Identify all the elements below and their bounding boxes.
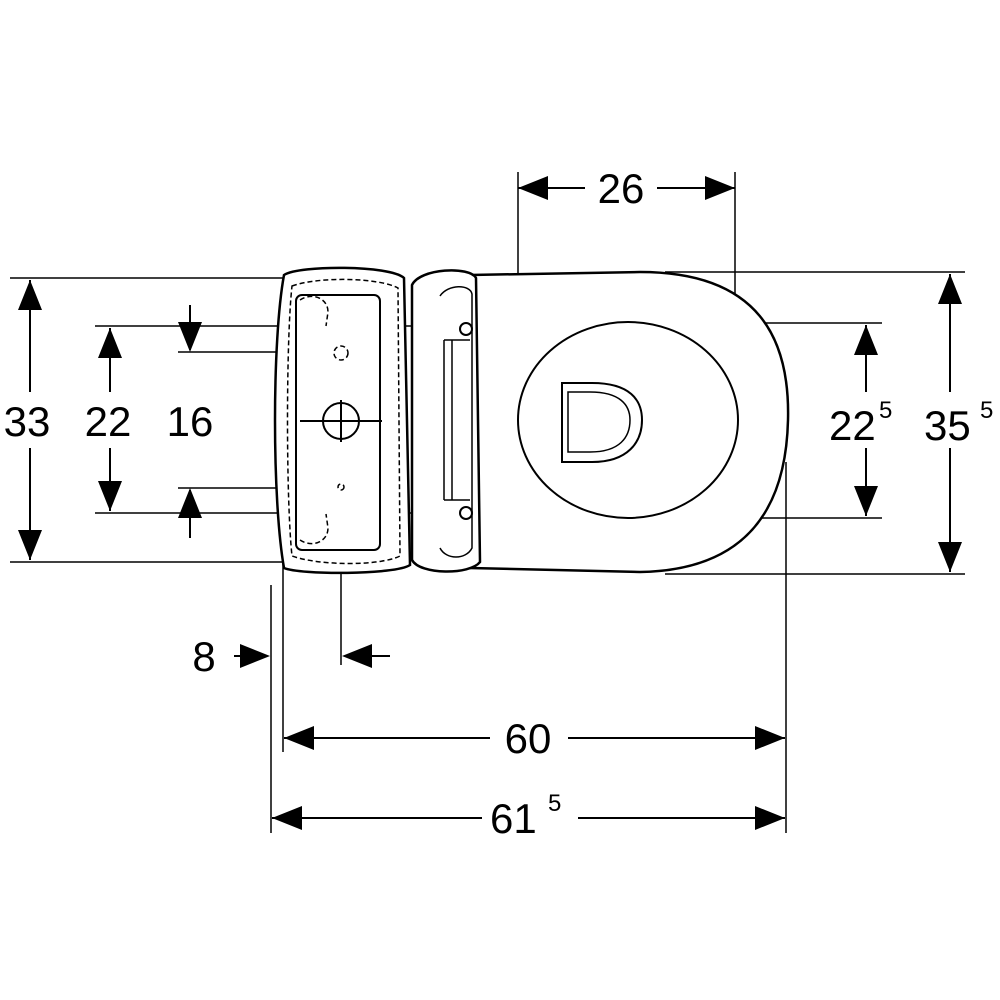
dim-22-5-sup: 5 (879, 397, 892, 424)
dim-8: 8 (192, 633, 390, 680)
dim-35-5-label: 35 (924, 402, 971, 449)
dim-33: 33 (4, 280, 51, 560)
dim-26: 26 (518, 165, 735, 212)
dim-22: 22 (85, 328, 132, 511)
dim-22-5: 22 5 (829, 325, 892, 516)
dim-8-label: 8 (192, 633, 215, 680)
dim-22-5-label: 22 (829, 402, 876, 449)
dim-33-label: 33 (4, 398, 51, 445)
dim-60-label: 60 (505, 715, 552, 762)
dim-22-label: 22 (85, 398, 132, 445)
dim-61-5: 61 5 (272, 790, 785, 842)
dim-35-5: 35 5 (924, 274, 993, 572)
dim-61-5-sup: 5 (548, 790, 561, 817)
dim-60: 60 (284, 715, 785, 762)
dim-16: 16 (167, 305, 214, 538)
dim-16-label: 16 (167, 398, 214, 445)
toilet-outline (273, 266, 790, 575)
dim-26-label: 26 (598, 165, 645, 212)
dim-35-5-sup: 5 (980, 397, 993, 424)
dim-61-5-label: 61 (490, 795, 537, 842)
